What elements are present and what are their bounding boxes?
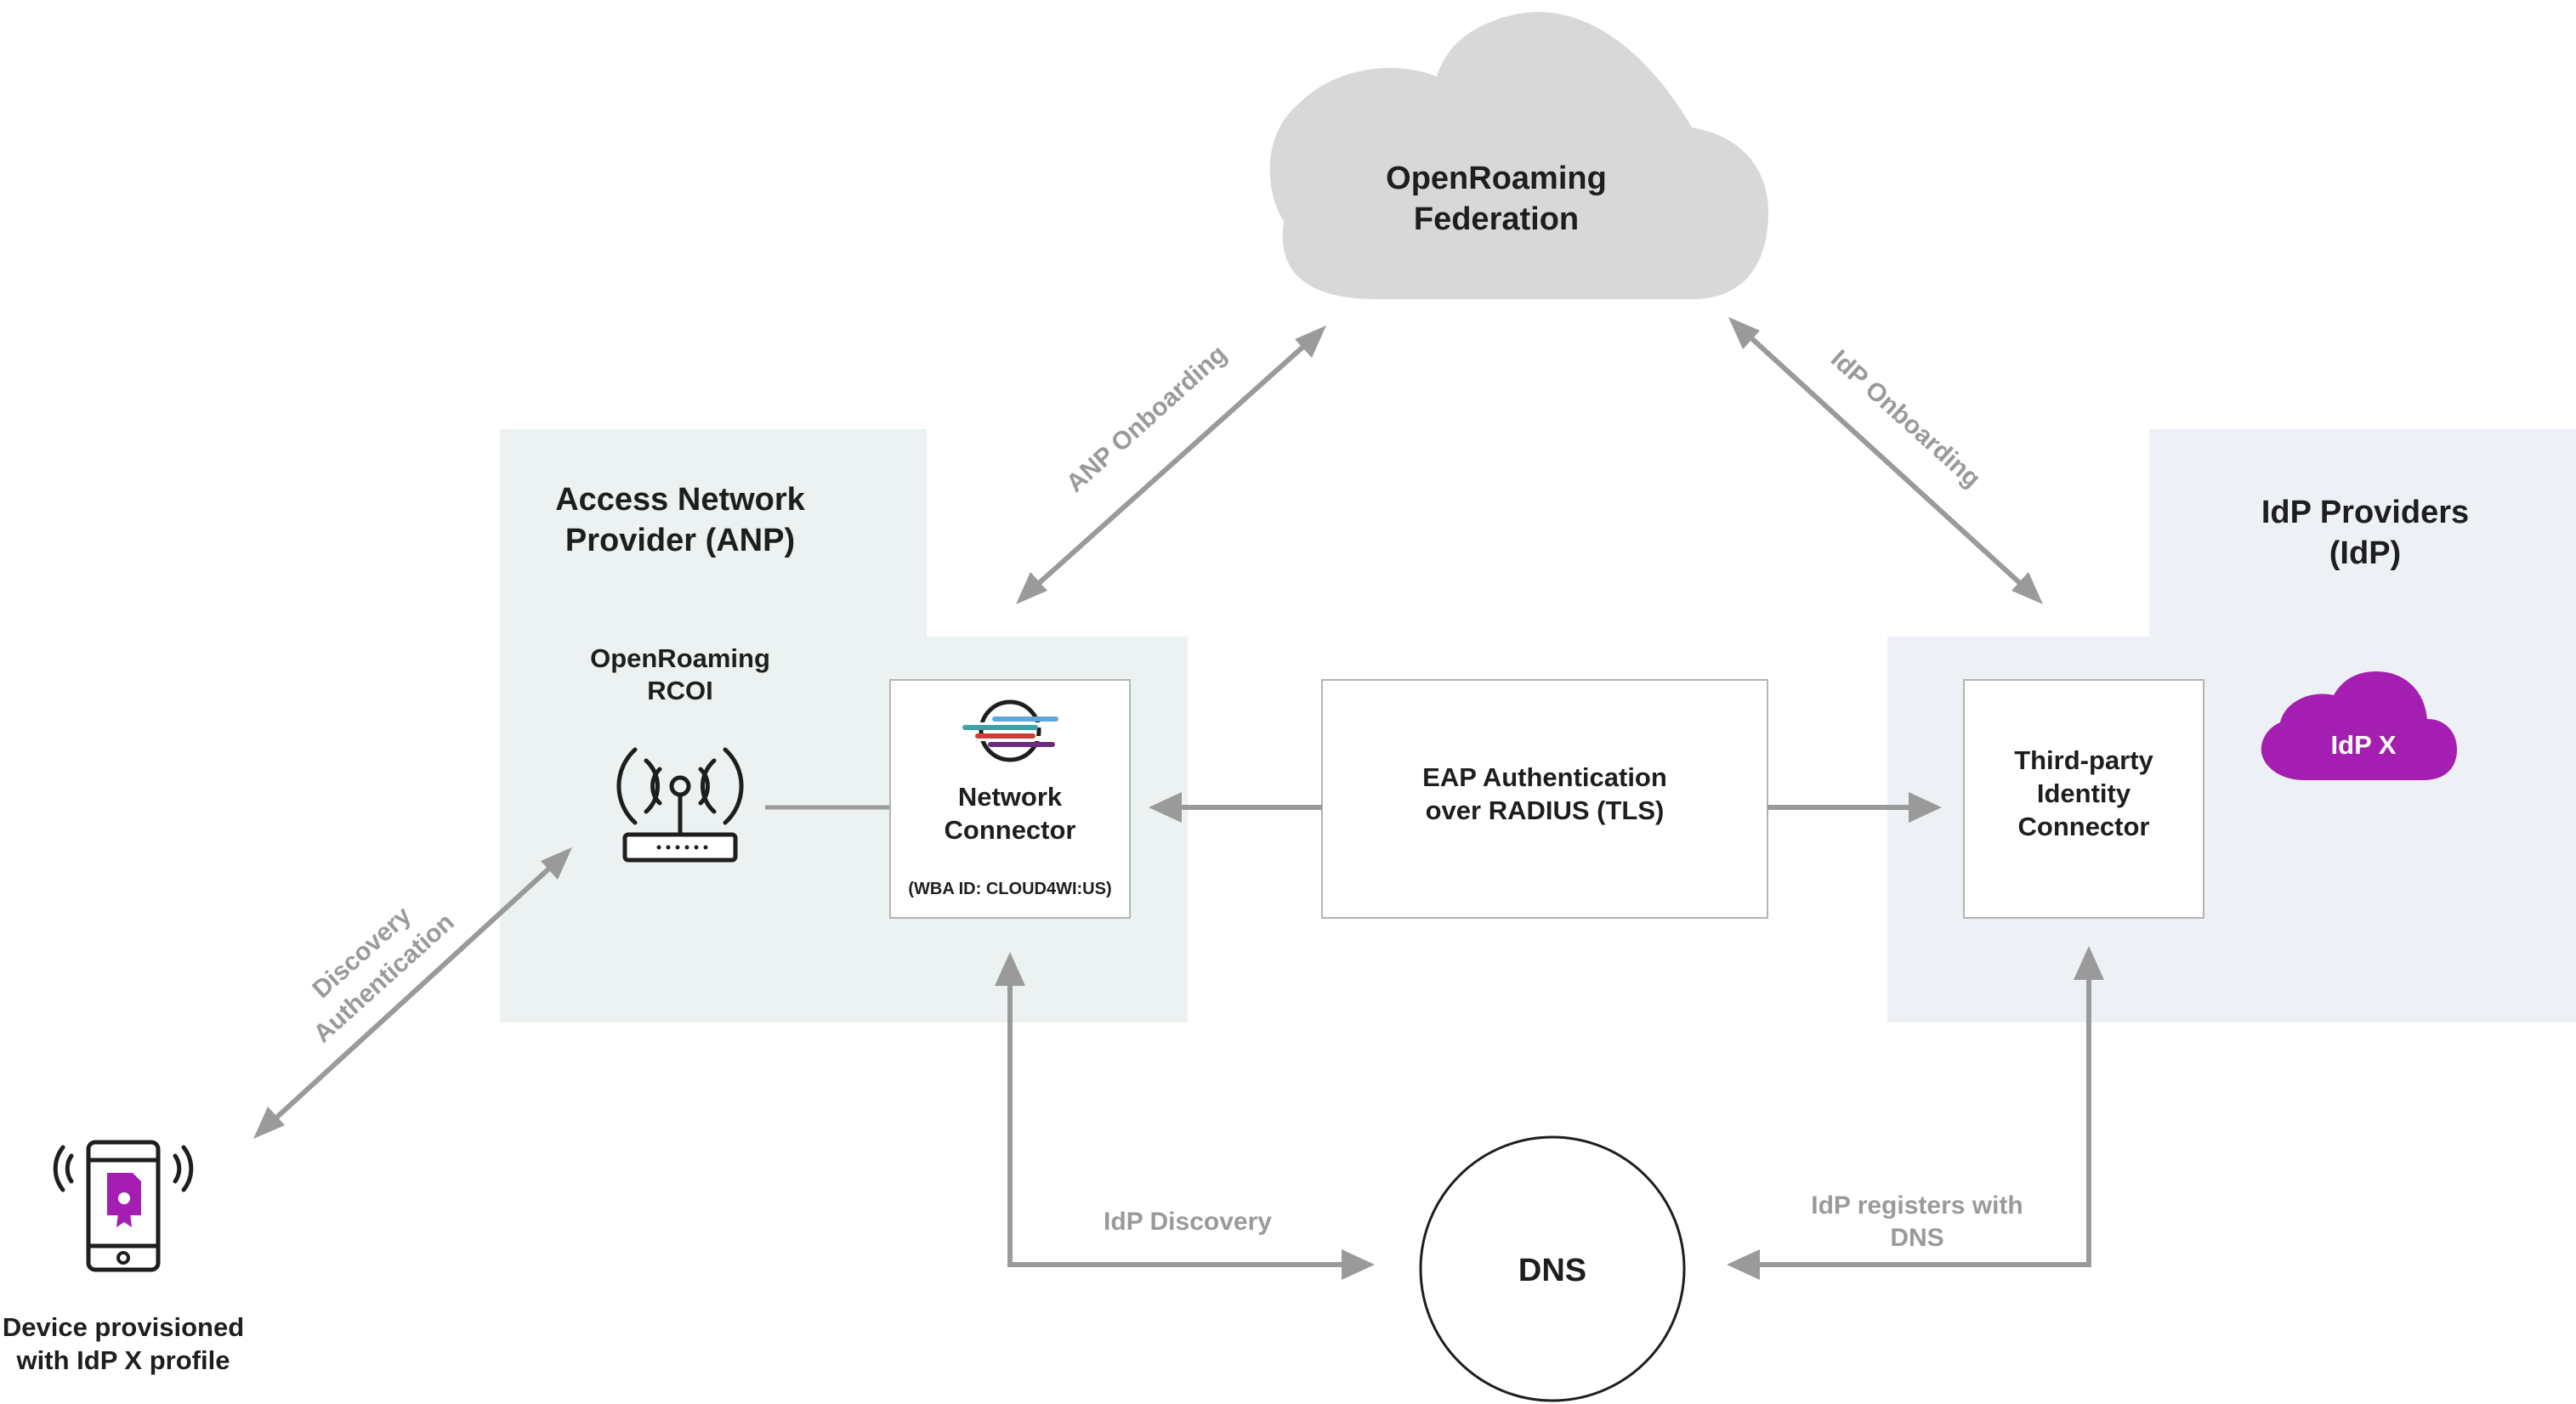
- smartphone-icon: [53, 1140, 194, 1272]
- identity-connector-label-line2: Identity: [2037, 778, 2131, 808]
- federation-label-line1: OpenRoaming: [1386, 161, 1607, 196]
- anp-onboarding-label: ANP Onboarding: [1061, 340, 1232, 498]
- network-connector-box: Network Connector (WBA ID: CLOUD4WI:US): [889, 679, 1131, 919]
- federation-cloud: OpenRoaming Federation: [1269, 12, 1768, 299]
- rcoi-label-line1: OpenRoaming: [590, 643, 770, 673]
- network-connector-label-line2: Connector: [945, 815, 1076, 845]
- idp-onboarding-label: IdP Onboarding: [1825, 345, 1986, 494]
- anp-onboarding-arrow: [1016, 326, 1326, 604]
- wba-id-label: (WBA ID: CLOUD4WI:US): [908, 880, 1111, 898]
- identity-connector-label-line1: Third-party: [2014, 745, 2153, 775]
- certificate-icon: [107, 1173, 141, 1227]
- anp-title-line2: Provider (ANP): [565, 523, 795, 558]
- device-label-line1: Device provisioned: [3, 1312, 244, 1342]
- anp-title-line1: Access Network: [555, 482, 805, 518]
- identity-connector-box: Third-party Identity Connector: [1963, 679, 2204, 919]
- eap-to-network-connector-arrow: [1149, 792, 1322, 823]
- eap-box: EAP Authentication over RADIUS (TLS): [1321, 679, 1768, 919]
- discovery-authentication-arrow: [253, 847, 572, 1139]
- network-connector-label-line1: Network: [958, 782, 1063, 812]
- eap-label-line1: EAP Authentication: [1422, 762, 1667, 792]
- eap-label-line2: over RADIUS (TLS): [1426, 795, 1665, 825]
- idp-x-cloud-label: IdP X: [2331, 730, 2397, 760]
- router-icon: [616, 747, 744, 863]
- idp-discovery-label: IdP Discovery: [1104, 1208, 1272, 1236]
- eap-to-identity-connector-arrow: [1767, 792, 1942, 823]
- idp-title-line1: IdP Providers: [2261, 495, 2469, 530]
- federation-cloud-icon: [1269, 12, 1768, 299]
- identity-connector-label-line3: Connector: [2018, 812, 2150, 841]
- idp-discovery-arrow: [995, 952, 1375, 1280]
- idp-x-cloud: IdP X: [2261, 671, 2457, 780]
- idp-registers-label-line1: IdP registers with: [1811, 1192, 2023, 1220]
- idp-registers-label-line2: DNS: [1890, 1224, 1943, 1252]
- idp-onboarding-arrow: [1728, 317, 2043, 604]
- network-connector-logo-icon: [962, 699, 1058, 762]
- federation-label-line2: Federation: [1414, 201, 1579, 237]
- device-label-line2: with IdP X profile: [16, 1345, 230, 1375]
- idp-title-line2: (IdP): [2329, 535, 2401, 571]
- idp-x-cloud-icon: [2261, 671, 2457, 780]
- idp-registers-arrow: [1727, 946, 2104, 1280]
- dns-node: DNS: [1419, 1135, 1686, 1402]
- rcoi-label-line2: RCOI: [647, 676, 713, 705]
- dns-label: DNS: [1518, 1253, 1586, 1288]
